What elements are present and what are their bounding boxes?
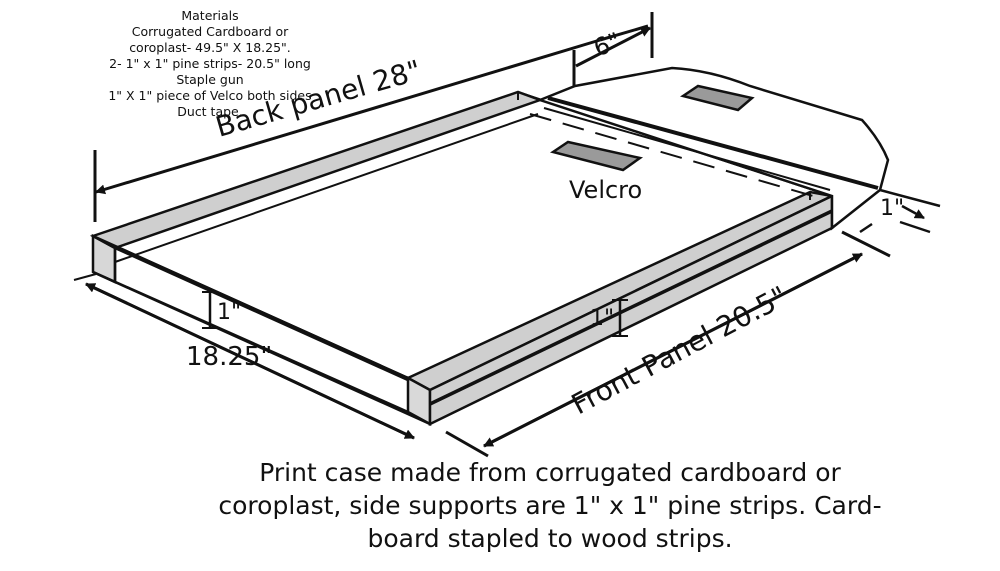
velcro-pad-flap [679,84,755,112]
side-height-label: 1" [217,300,242,325]
materials-line: coroplast- 49.5" X 18.25". [129,40,291,55]
caption-line: coroplast, side supports are 1" x 1" pin… [218,491,882,520]
materials-title: Materials [181,8,239,23]
flap-height-dimension [879,188,941,208]
materials-line: Duct tape. [177,104,243,119]
closing-flap [536,66,890,231]
caption-line: Print case made from corrugated cardboar… [259,458,841,487]
materials-line: Staple gun [176,72,244,87]
caption-line: board stapled to wood strips. [367,524,733,553]
front-height-label: 1" [590,306,615,331]
flap-height-label: 1" [880,196,905,221]
materials-list: Materials Corrugated Cardboard or coropl… [90,8,330,120]
materials-line: 2- 1" x 1" pine strips- 20.5" long [109,56,311,71]
fold-line [529,113,821,199]
depth-label: 18.25" [186,342,273,372]
flap-width-dimension [575,26,651,68]
materials-line: 1" X 1" piece of Velco both sides [108,88,312,103]
velcro-label: Velcro [569,176,643,204]
diagram-caption: Print case made from corrugated cardboar… [150,456,950,555]
back-panel-dimension [95,38,601,195]
velcro-pad-board [549,140,644,172]
materials-line: Corrugated Cardboard or [131,24,289,39]
